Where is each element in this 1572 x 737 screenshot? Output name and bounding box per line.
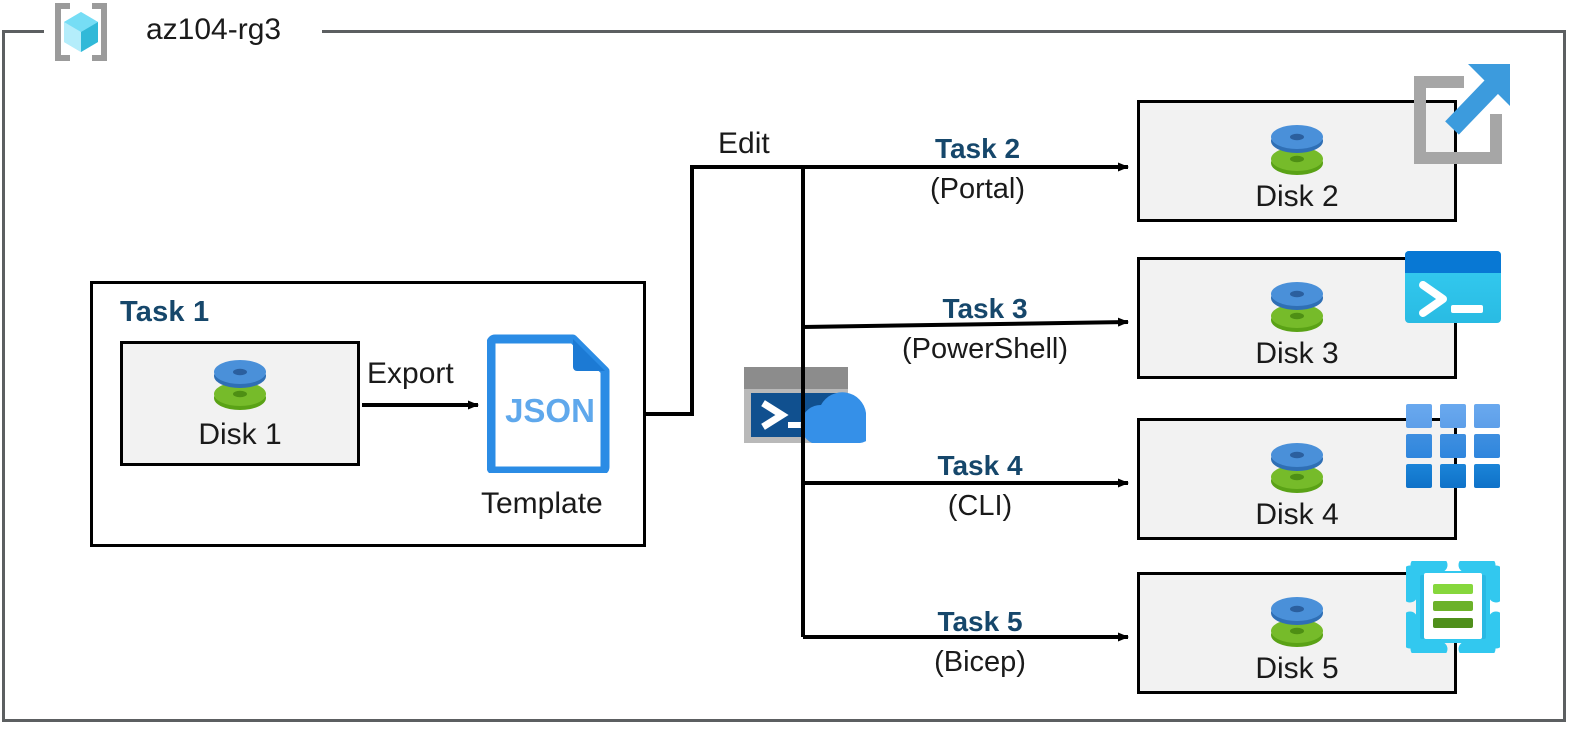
task3-label: Task 3 xyxy=(942,293,1028,324)
disk1-label: Disk 1 xyxy=(198,418,282,451)
azure-resource-group-icon xyxy=(50,2,112,62)
edit-label: Edit xyxy=(718,127,770,160)
disk2-box[interactable]: Disk 2 xyxy=(1137,100,1457,222)
task5-label: Task 5 xyxy=(937,606,1023,637)
managed-disk-icon xyxy=(1269,119,1325,186)
json-file-text: JSON xyxy=(505,392,595,429)
disk2-label: Disk 2 xyxy=(1255,180,1339,213)
managed-disk-icon xyxy=(1269,437,1325,504)
azure-cloud-shell-icon[interactable] xyxy=(744,367,875,448)
json-file-icon[interactable]: JSON xyxy=(486,333,613,478)
bicep-icon[interactable] xyxy=(1402,557,1504,658)
managed-disk-icon xyxy=(212,354,268,421)
resource-group-name: az104-rg3 xyxy=(146,13,282,46)
disk1-box[interactable]: Disk 1 xyxy=(120,341,360,466)
disk4-label: Disk 4 xyxy=(1255,498,1339,531)
task2-label: Task 2 xyxy=(934,133,1021,164)
disk5-label: Disk 5 xyxy=(1255,652,1339,685)
disk3-box[interactable]: Disk 3 xyxy=(1137,257,1457,379)
disk4-box[interactable]: Disk 4 xyxy=(1137,418,1457,540)
resource-group-label-gap xyxy=(44,20,322,42)
azure-portal-icon[interactable] xyxy=(1406,62,1514,173)
disk5-box[interactable]: Disk 5 xyxy=(1137,572,1457,694)
azure-cli-icon[interactable] xyxy=(1406,404,1500,493)
export-label: Export xyxy=(367,357,454,390)
managed-disk-icon xyxy=(1269,276,1325,343)
powershell-icon[interactable] xyxy=(1405,251,1501,328)
disk3-label: Disk 3 xyxy=(1255,337,1339,370)
task2-sublabel: (Portal) xyxy=(929,173,1026,205)
managed-disk-icon xyxy=(1269,591,1325,658)
task5-sublabel: (Bicep) xyxy=(934,646,1026,678)
resource-group-container xyxy=(2,30,1566,722)
task4-sublabel: (CLI) xyxy=(947,490,1013,522)
task4-label: Task 4 xyxy=(937,450,1023,481)
task1-label: Task 1 xyxy=(120,296,210,328)
template-caption: Template xyxy=(481,487,603,520)
task3-sublabel: (PowerShell) xyxy=(902,333,1068,365)
